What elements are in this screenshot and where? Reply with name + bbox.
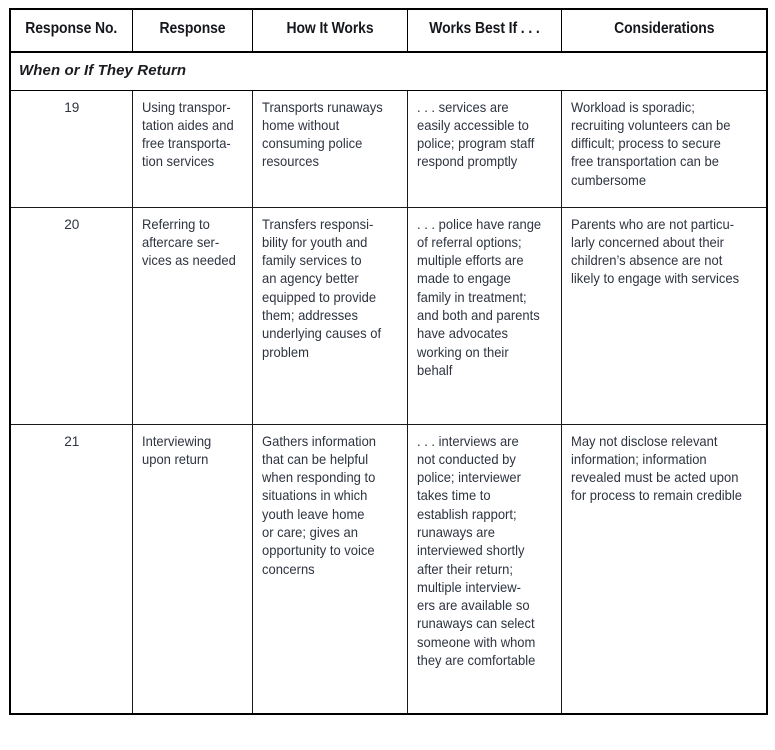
table-body: When or If They Return 19 Using transpor…	[10, 51, 767, 715]
table-row: 19 Using transpor- tation aides and free…	[10, 90, 767, 208]
cell-response-text: Interviewing upon return	[141, 433, 211, 467]
table-row: 20 Referring to aftercare ser- vices as …	[10, 207, 767, 425]
column-header-considerations-label: Considerations	[613, 20, 714, 37]
column-header-how-it-works-label: How It Works	[285, 20, 374, 37]
table-row: 21 Interviewing upon return Gathers info…	[10, 424, 767, 715]
cell-how-it-works: Transports runaways home without consumi…	[252, 90, 408, 208]
cell-how-it-works-text: Gathers information that can be helpful …	[261, 433, 376, 577]
cell-response-no: 20	[10, 207, 133, 425]
cell-considerations: May not disclose relevant information; i…	[561, 424, 767, 714]
section-header-label: When or If They Return	[10, 51, 767, 91]
cell-response-text: Referring to aftercare ser- vices as nee…	[141, 216, 236, 269]
cell-works-best-if-text: . . . services are easily accessible to …	[416, 99, 534, 170]
cell-response: Referring to aftercare ser- vices as nee…	[132, 207, 253, 425]
table-header: Response No. Response How It Works Works…	[10, 9, 767, 53]
cell-works-best-if: . . . interviews are not conducted by po…	[407, 424, 562, 715]
section-header-row: When or If They Return	[10, 51, 767, 91]
column-header-response-no-label: Response No.	[25, 20, 118, 37]
cell-works-best-if: . . . police have range of referral opti…	[407, 207, 562, 425]
cell-considerations-text: Workload is sporadic; recruiting volunte…	[570, 99, 730, 188]
column-header-how-it-works: How It Works	[252, 9, 408, 53]
cell-considerations-text: May not disclose relevant information; i…	[570, 433, 742, 504]
cell-considerations: Parents who are not particu- larly conce…	[561, 207, 767, 425]
column-header-works-best-if-label: Works Best If . . .	[428, 20, 540, 37]
column-header-works-best-if: Works Best If . . .	[407, 9, 562, 53]
header-row: Response No. Response How It Works Works…	[10, 9, 767, 53]
cell-works-best-if: . . . services are easily accessible to …	[407, 90, 562, 208]
cell-considerations-text: Parents who are not particu- larly conce…	[570, 216, 739, 287]
cell-works-best-if-text: . . . interviews are not conducted by po…	[416, 433, 535, 668]
cell-how-it-works: Transfers responsi- bility for youth and…	[252, 207, 408, 425]
column-header-response: Response	[132, 9, 253, 53]
cell-response-no-text: 19	[64, 99, 80, 115]
column-header-response-label: Response	[159, 20, 225, 37]
column-header-considerations: Considerations	[561, 9, 767, 53]
column-header-response-no: Response No.	[10, 9, 133, 53]
cell-response-no: 19	[10, 90, 133, 208]
cell-works-best-if-text: . . . police have range of referral opti…	[416, 216, 541, 378]
cell-how-it-works-text: Transfers responsi- bility for youth and…	[261, 216, 381, 360]
cell-considerations: Workload is sporadic; recruiting volunte…	[561, 90, 767, 208]
cell-response-text: Using transpor- tation aides and free tr…	[141, 99, 234, 170]
cell-response: Using transpor- tation aides and free tr…	[132, 90, 253, 208]
cell-response-no: 21	[10, 424, 133, 715]
cell-response-no-text: 21	[64, 433, 80, 449]
cell-response-no-text: 20	[64, 216, 80, 232]
cell-how-it-works: Gathers information that can be helpful …	[252, 424, 408, 715]
response-options-table: Response No. Response How It Works Works…	[9, 8, 768, 716]
cell-response: Interviewing upon return	[132, 424, 253, 715]
cell-how-it-works-text: Transports runaways home without consumi…	[261, 99, 383, 170]
